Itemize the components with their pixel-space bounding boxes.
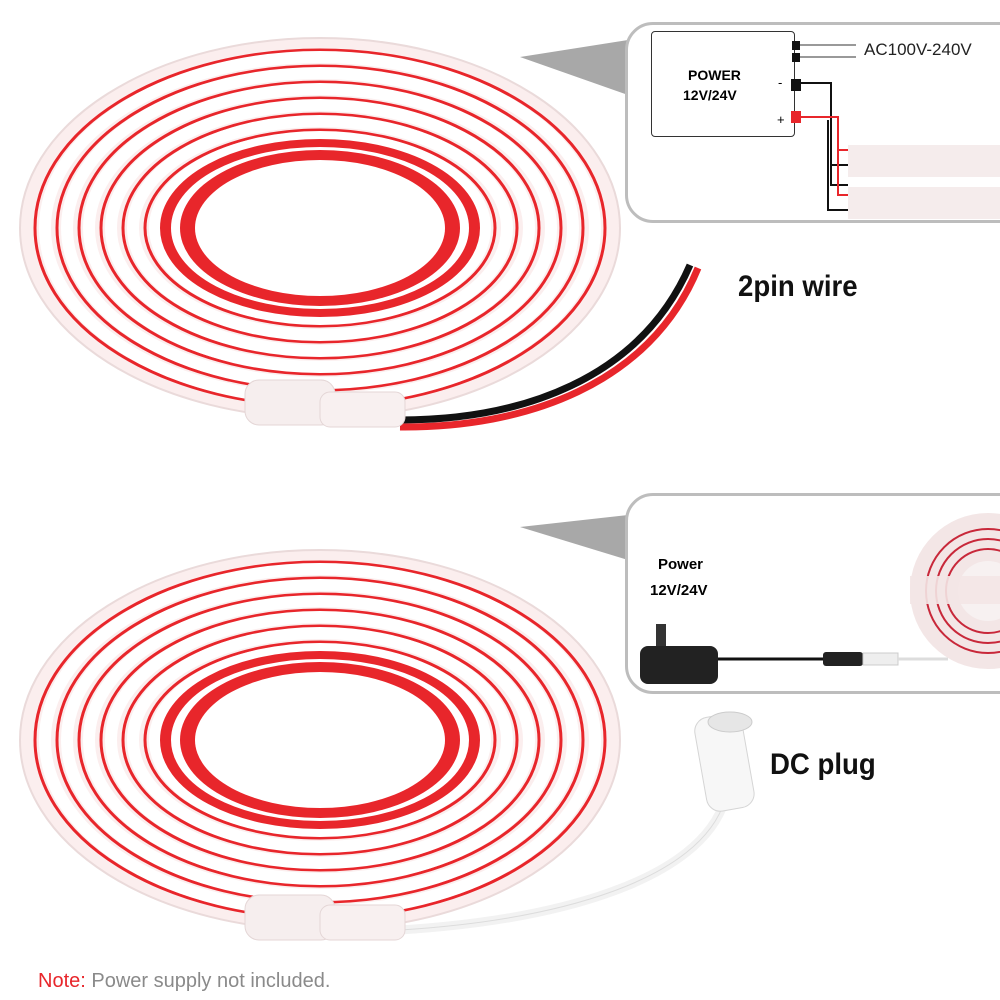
note-text: Note: Power supply not included.: [38, 970, 330, 993]
coil-red-line: [160, 139, 480, 317]
plus-label: +: [777, 112, 785, 127]
power-label: Power: [658, 556, 704, 573]
voltage-label: 12V/24V: [683, 87, 737, 103]
dc-plug-cable: [244, 711, 755, 941]
adapter-callout: Power 12V/24V: [625, 493, 1000, 694]
coil-red-line: [143, 640, 497, 840]
coil-red-line: [121, 112, 519, 344]
coil-red-line: [99, 96, 541, 360]
adapter-illustration: [640, 513, 1000, 684]
minus-label: -: [778, 75, 783, 90]
two-pin-wire-label: 2pin wire: [738, 270, 858, 303]
coil-white-band: [127, 627, 513, 853]
coil-center-hole: [195, 160, 445, 296]
coil-red-line: [143, 128, 497, 328]
coil-white-band: [105, 99, 535, 357]
ac-input-label: AC100V-240V: [864, 40, 972, 59]
coil-white-band: [149, 131, 491, 325]
led-strip-coil-top: [19, 37, 621, 419]
coil-white-band: [105, 611, 535, 869]
coil-red-line: [121, 624, 519, 856]
wiring-lines: [791, 41, 1000, 219]
callout-pointer-bottom: [520, 515, 628, 560]
note-prefix: Note:: [38, 970, 86, 992]
voltage-label: 12V/24V: [650, 582, 708, 599]
led-strip-coil-bottom: [19, 549, 621, 931]
coil-red-line: [77, 592, 563, 888]
note-body: Power supply not included.: [85, 970, 331, 992]
coil-white-band: [83, 595, 557, 885]
coil-red-line: [77, 80, 563, 376]
coil-red-line: [99, 608, 541, 872]
coil-white-band: [127, 115, 513, 341]
callout-pointer-top: [520, 40, 628, 95]
coil-center-hole: [195, 672, 445, 808]
coil-white-band: [83, 83, 557, 373]
two-pin-wire: [244, 263, 702, 431]
power-label: POWER: [688, 67, 741, 83]
wiring-diagram-callout: POWER 12V/24V AC100V-240V - +: [625, 22, 1000, 223]
dc-plug-label: DC plug: [770, 748, 876, 781]
coil-red-line: [160, 651, 480, 829]
coil-white-band: [149, 643, 491, 837]
